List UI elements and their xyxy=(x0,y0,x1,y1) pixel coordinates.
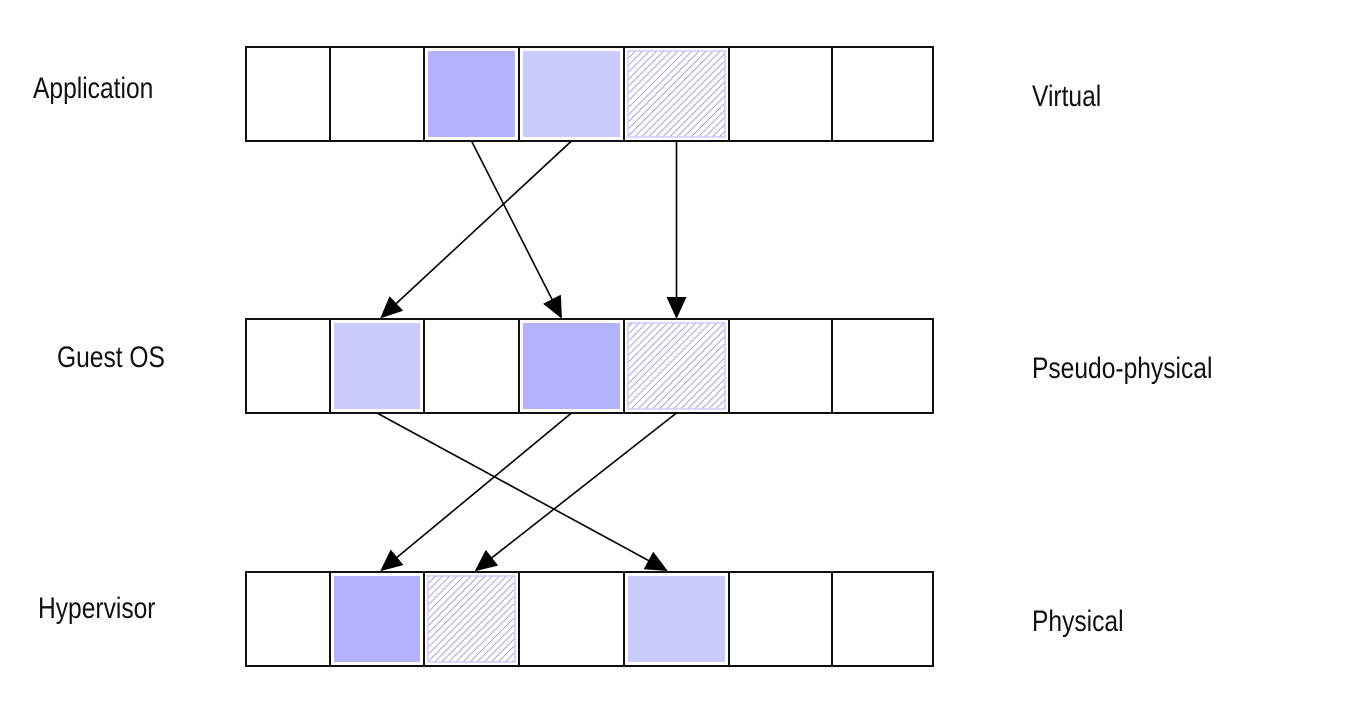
memory-rows xyxy=(245,46,934,667)
memory-cell-empty xyxy=(831,571,934,667)
memory-cell-empty xyxy=(728,571,833,667)
memory-row-hypervisor xyxy=(245,571,934,667)
memory-cell-empty xyxy=(329,46,425,142)
page-fill-hatched xyxy=(627,322,726,410)
mapping-arrow-1 xyxy=(470,140,562,319)
mapping-arrow-4 xyxy=(376,412,668,571)
page-fill-dark xyxy=(334,576,420,662)
memory-cell-empty xyxy=(423,318,520,414)
row-label-physical: Physical xyxy=(1032,604,1124,638)
memory-cell-empty xyxy=(245,46,331,142)
page-fill-dark xyxy=(428,51,515,137)
memory-cell-empty xyxy=(728,318,833,414)
page-fill-light xyxy=(334,323,420,409)
page-fill-light xyxy=(628,576,725,662)
row-label-virtual: Virtual xyxy=(1032,79,1101,113)
memory-row-guest-os xyxy=(245,318,934,414)
page-fill-light xyxy=(523,51,620,137)
page-fill-dark xyxy=(523,323,620,409)
mapping-arrows xyxy=(376,140,687,572)
memory-cell-empty xyxy=(245,571,331,667)
row-label-application: Application xyxy=(33,71,153,105)
mapping-arrow-5 xyxy=(380,412,573,572)
memory-cell-empty xyxy=(518,571,625,667)
mapping-arrow-2 xyxy=(380,140,573,319)
row-label-pseudo-physical: Pseudo-physical xyxy=(1032,351,1212,385)
memory-cell-empty xyxy=(245,318,331,414)
mapping-arrow-6 xyxy=(474,412,677,572)
memory-row-application xyxy=(245,46,934,142)
memory-cell-empty xyxy=(831,318,934,414)
memory-cell-empty xyxy=(831,46,934,142)
page-fill-hatched xyxy=(427,575,516,663)
row-label-hypervisor: Hypervisor xyxy=(38,591,156,625)
memory-cell-empty xyxy=(728,46,833,142)
row-label-guest-os: Guest OS xyxy=(57,340,165,374)
page-fill-hatched xyxy=(627,50,726,138)
